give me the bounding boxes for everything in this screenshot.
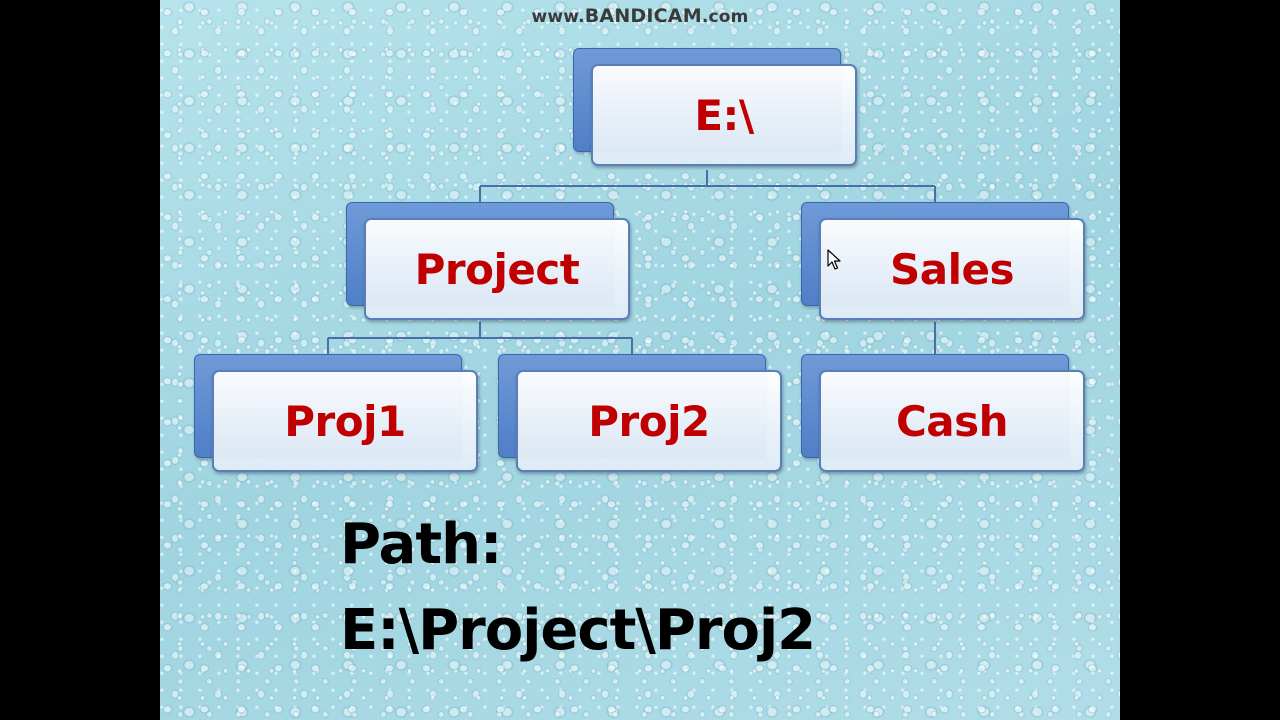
node-root-label: E:\ xyxy=(694,90,754,140)
node-sales-box: Sales xyxy=(819,218,1085,320)
path-value: E:\Project\Proj2 xyxy=(340,598,816,663)
node-root: E:\ xyxy=(573,48,859,166)
tree-connectors xyxy=(327,170,936,354)
node-root-box: E:\ xyxy=(591,64,857,166)
node-sales-label: Sales xyxy=(890,244,1014,294)
node-proj2-label: Proj2 xyxy=(588,396,710,446)
node-project-box: Project xyxy=(364,218,630,320)
node-cash-label: Cash xyxy=(895,396,1009,446)
node-proj1: Proj1 xyxy=(194,354,480,472)
recorder-watermark: www.BANDICAM.com xyxy=(515,5,765,27)
mouse-pointer-icon xyxy=(827,249,841,270)
node-proj1-box: Proj1 xyxy=(212,370,478,472)
watermark-suffix: .com xyxy=(701,7,749,27)
watermark-prefix: www. xyxy=(531,7,585,27)
watermark-brand: BANDICAM xyxy=(584,5,702,27)
path-caption: Path: E:\Project\Proj2 xyxy=(340,502,816,674)
slide: www.BANDICAM.com E:\ Project Sales xyxy=(160,0,1120,720)
node-project-label: Project xyxy=(414,244,580,294)
node-project: Project xyxy=(346,202,632,320)
node-proj1-label: Proj1 xyxy=(284,396,406,446)
node-sales: Sales xyxy=(801,202,1087,320)
path-label: Path: xyxy=(340,512,502,577)
node-proj2: Proj2 xyxy=(498,354,784,472)
node-cash-box: Cash xyxy=(819,370,1085,472)
node-cash: Cash xyxy=(801,354,1087,472)
node-proj2-box: Proj2 xyxy=(516,370,782,472)
